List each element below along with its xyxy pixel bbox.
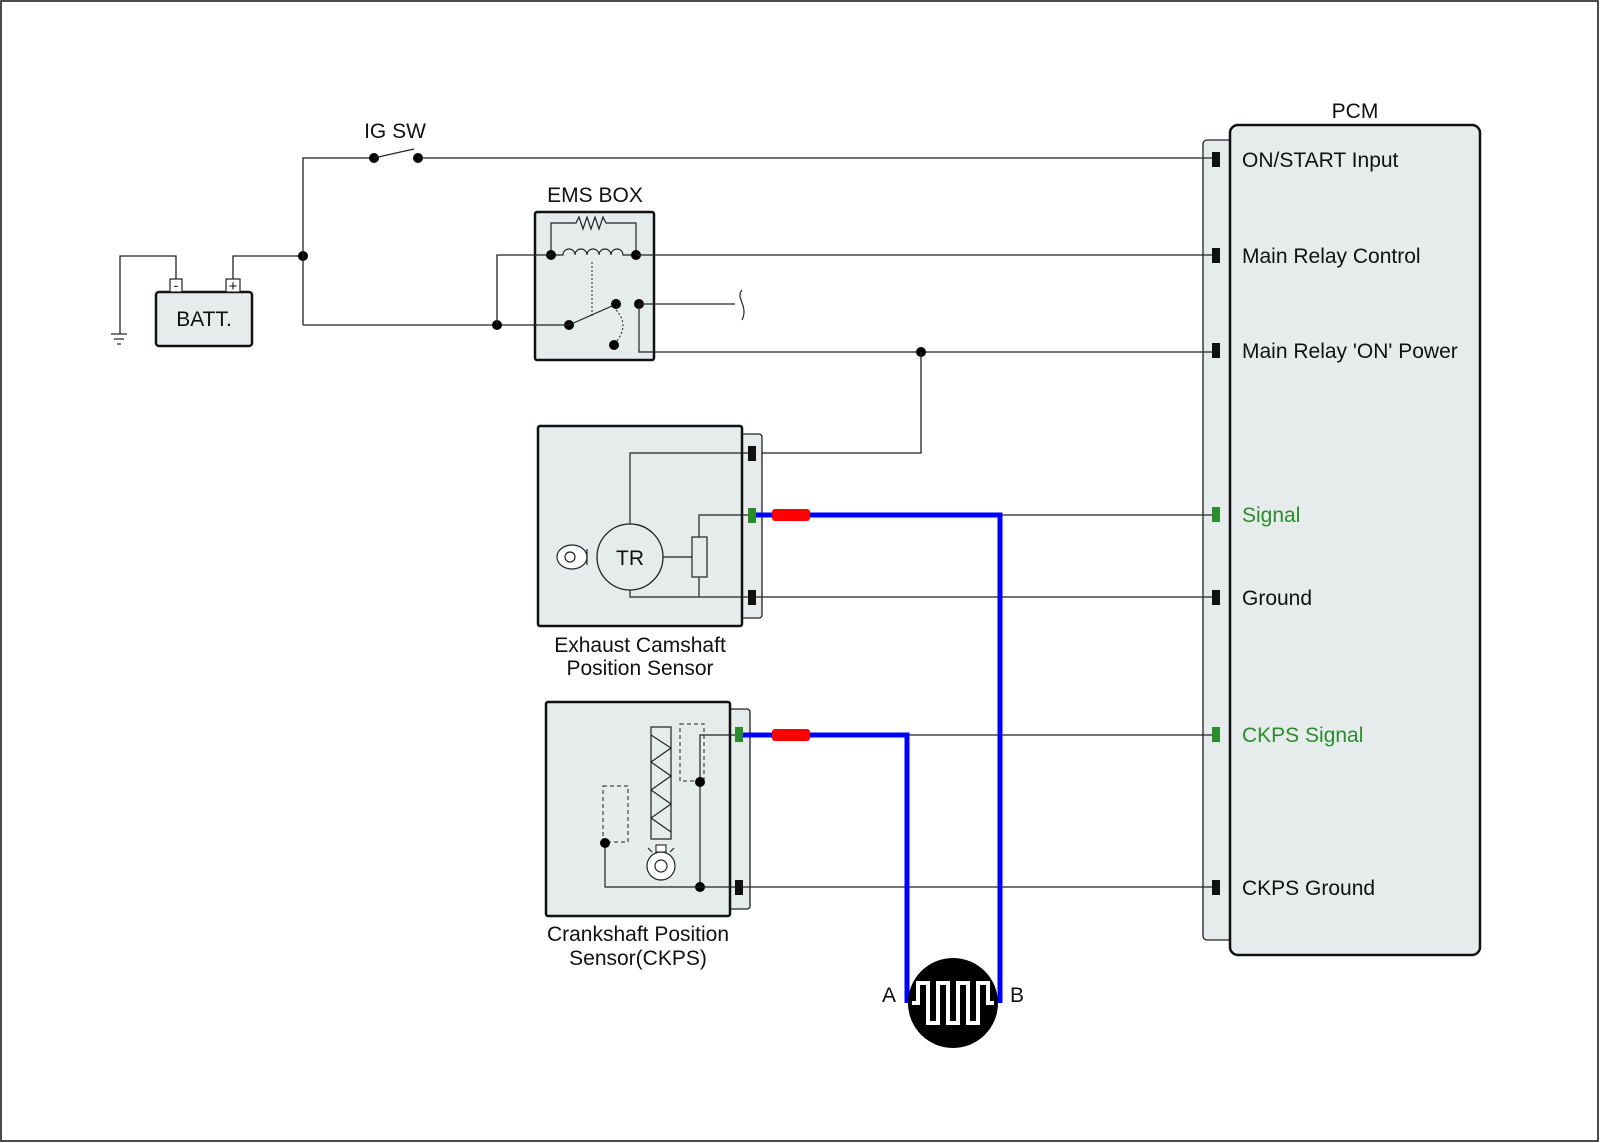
pcm-pin-label: ON/START Input <box>1242 149 1399 172</box>
battery-negative-sign: - <box>174 277 179 293</box>
coil-feed-wire <box>496 254 551 325</box>
battery-positive-sign: + <box>229 278 238 295</box>
target-wheel-hub <box>564 551 576 563</box>
ground-symbol <box>111 333 127 345</box>
channel-b-label: B <box>1010 984 1024 1007</box>
ignition-switch: IG SW <box>364 120 426 163</box>
cmp-internal-wire <box>698 514 748 537</box>
ckp-pin-signal <box>735 727 743 742</box>
pin-terminal <box>1212 507 1220 522</box>
ig-switch-label: IG SW <box>364 120 426 143</box>
target-wheel-icon <box>556 544 588 570</box>
ckp-pin-ground <box>735 880 743 895</box>
pcm-pin-ckps-ground: CKPS Ground <box>1212 877 1375 900</box>
battery-label: BATT. <box>176 308 232 331</box>
cmp-power-wire <box>753 352 922 454</box>
relay-armature <box>568 305 613 326</box>
scope-probe-b <box>756 509 1003 1003</box>
scope-probe-a <box>743 729 910 1003</box>
relay-coil <box>551 248 636 256</box>
pcm-pin-on-start: ON/START Input <box>1212 149 1399 172</box>
pcm-pin-main-relay-control: Main Relay Control <box>1212 245 1421 268</box>
cmp-sensor-label-line1: Exhaust Camshaft <box>554 634 726 657</box>
ckp-sensor-label-line2: Sensor(CKPS) <box>569 947 707 970</box>
pcm-pin-label: CKPS Signal <box>1242 724 1363 747</box>
ckp-sensor-label-line1: Crankshaft Position <box>547 923 729 946</box>
ems-box: EMS BOX <box>533 184 656 362</box>
pin-terminal <box>1212 248 1220 263</box>
pcm-pin-label: Signal <box>1242 504 1300 527</box>
ems-box-label: EMS BOX <box>547 184 643 207</box>
pin-terminal <box>1212 880 1220 895</box>
dashed-component <box>679 723 705 782</box>
relay-output-wire <box>638 304 645 353</box>
probe-clip-b <box>772 509 810 521</box>
square-wave-icon <box>912 981 994 1025</box>
pcm-pin-ground: Ground <box>1212 587 1312 610</box>
cmp-internal-ground <box>629 590 748 598</box>
cmp-internal-wire <box>629 452 748 525</box>
pcm-body <box>1228 123 1482 957</box>
junction-dot <box>695 777 705 787</box>
battery-body <box>154 290 254 348</box>
reluctor-wheel-hub <box>654 859 668 873</box>
pcm-pin-label: Main Relay Control <box>1242 245 1421 268</box>
relay-contact-dot <box>609 340 619 350</box>
battery-positive-wire <box>232 255 303 279</box>
relay-arc <box>615 309 624 343</box>
ckp-internal-wire <box>699 734 735 887</box>
pcm-module: PCM ON/START Input Main Relay Control Ma… <box>1202 100 1482 957</box>
pcm-pin-label: Main Relay 'ON' Power <box>1242 340 1458 363</box>
pin-terminal <box>1212 343 1220 358</box>
pcm-pin-ckps-signal: CKPS Signal <box>1212 724 1363 747</box>
reluctor-tooth <box>655 844 667 853</box>
probe-clip-a <box>772 729 810 741</box>
oscilloscope-body <box>908 958 998 1048</box>
battery: BATT. - + <box>154 277 254 348</box>
switch-lever <box>373 148 415 159</box>
cmp-sensor-label-line2: Position Sensor <box>566 657 713 680</box>
pin-terminal <box>1212 590 1220 605</box>
pickup-coil-winding <box>649 734 673 833</box>
pin-terminal <box>1212 152 1220 167</box>
relay-contact-dot <box>611 299 621 309</box>
pcm-pin-signal: Signal <box>1212 504 1300 527</box>
resistor-symbol <box>550 215 637 255</box>
battery-feed-wire <box>302 157 374 325</box>
pcm-pin-main-relay-on-power: Main Relay 'ON' Power <box>1212 340 1458 363</box>
pin-terminal <box>1212 727 1220 742</box>
pcm-pin-label: Ground <box>1242 587 1312 610</box>
resistor-symbol <box>691 536 708 578</box>
reluctor-wheel-icon <box>646 851 676 881</box>
probe-wire-b <box>756 512 1003 1003</box>
cmp-pin-ground <box>748 590 756 605</box>
cmp-pin-power <box>748 446 756 461</box>
battery-negative-wire <box>119 255 177 334</box>
ckp-internal-wire <box>604 843 735 888</box>
transistor-label: TR <box>616 547 644 570</box>
channel-a-label: A <box>882 984 896 1007</box>
camshaft-position-sensor: TR Exhaust Camshaft Position Sensor <box>536 424 763 680</box>
pcm-title: PCM <box>1332 100 1379 123</box>
wire-break-symbol <box>739 289 745 321</box>
ckp-body <box>544 700 732 918</box>
cmp-pin-signal <box>748 508 756 523</box>
junction-dot <box>600 838 610 848</box>
crankshaft-position-sensor: Crankshaft Position Sensor(CKPS) <box>544 700 751 970</box>
pcm-pin-label: CKPS Ground <box>1242 877 1375 900</box>
dashed-component <box>602 785 629 843</box>
oscilloscope-icon: A B <box>882 958 1024 1048</box>
